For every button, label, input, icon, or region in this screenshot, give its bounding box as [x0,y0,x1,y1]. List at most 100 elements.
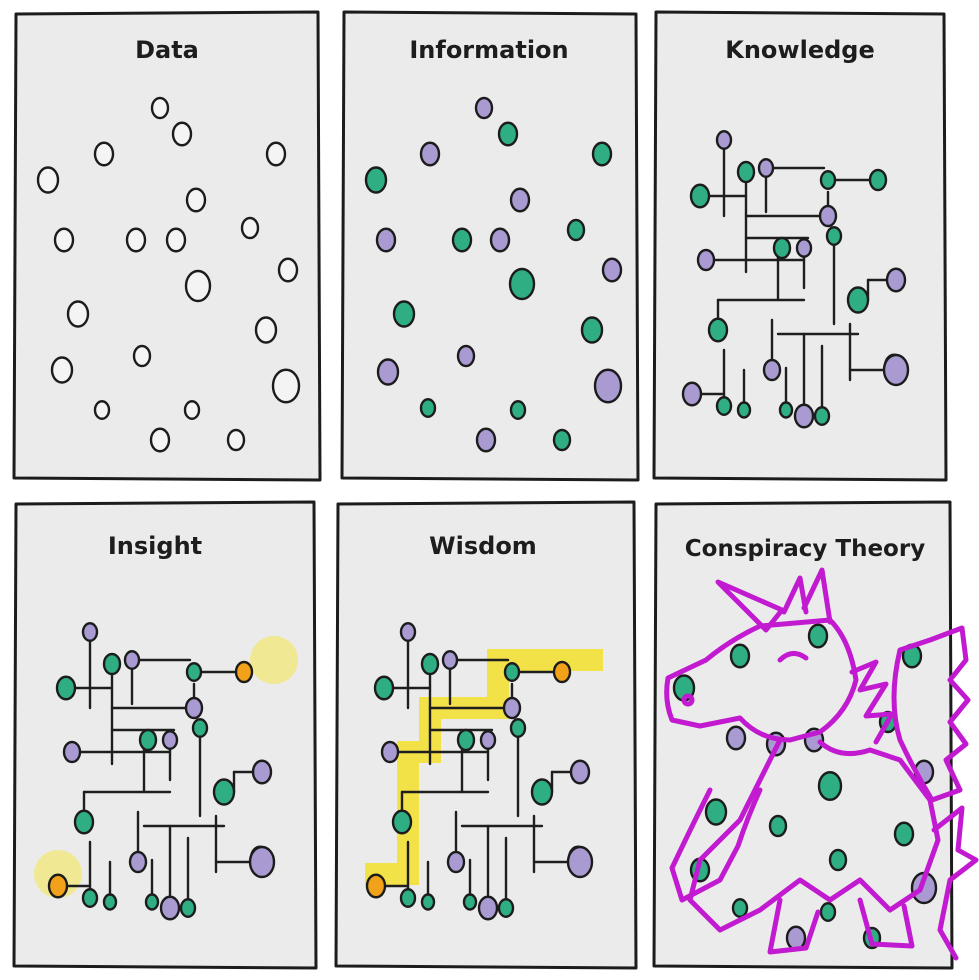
dot [446,850,466,874]
dot [183,400,201,420]
dot [828,848,848,872]
dot [502,696,522,720]
dot [807,623,829,649]
dot [793,403,815,429]
panel-insight: Insight [12,500,318,970]
dot [184,696,204,720]
dot [846,286,870,314]
dot [882,353,910,387]
dot [375,227,397,253]
dot [234,660,254,684]
panel-conspiracy-theory: Conspiracy Theory [652,500,979,970]
insight-glow [250,636,298,684]
dot [757,158,775,178]
dot [125,227,147,253]
dot [81,622,99,642]
panel-frame [12,10,322,482]
information-dots [364,96,623,453]
dot [185,187,207,213]
panel-wisdom: Wisdom [334,500,638,970]
dot [736,401,752,419]
dot [102,893,118,911]
dot [81,888,99,908]
dot [161,730,179,750]
dot [376,358,400,386]
dot [271,368,301,404]
dot [392,300,416,328]
dot [212,778,236,806]
dot [509,400,527,420]
dot [277,257,299,283]
dot [420,652,440,676]
dot [566,845,594,879]
dot [725,725,747,751]
dot [254,316,278,344]
dot [825,226,843,246]
panel-data: Data [12,10,322,482]
panel-title: Conspiracy Theory [685,536,925,562]
dot [503,662,521,682]
dot [479,730,497,750]
dot [868,168,888,192]
dot [456,344,476,368]
dot [591,141,613,167]
unicorn-horn [715,579,785,633]
dot [185,662,203,682]
dot [419,141,441,167]
dot [795,238,813,258]
dot [893,821,915,847]
dot [818,204,838,228]
dot [47,873,69,899]
panel-title: Information [409,36,568,64]
unicorn-doodle [664,567,979,961]
panel-title: Insight [108,532,202,560]
unicorn-hind-legs [767,897,915,955]
dot [785,925,807,951]
dot [373,675,395,701]
unicorn-eye [777,651,809,663]
dot [704,798,728,826]
dot [772,236,792,260]
dot [689,183,711,209]
dot [819,902,837,922]
dot [681,381,703,407]
dot [265,141,287,167]
dot [191,718,209,738]
dot [138,728,158,752]
unicorn-ears [781,567,833,625]
panel-frame [340,10,640,482]
dot [569,759,591,785]
dot [762,358,782,382]
dot [50,356,74,384]
data-dots [36,96,301,453]
dot [451,227,473,253]
dot [419,398,437,418]
dot [184,269,212,303]
dot [593,368,623,404]
dot [729,643,751,669]
unicorn-mane [849,659,895,745]
dot [420,893,436,911]
wisdom-network [365,622,603,921]
dot [580,316,604,344]
unicorn-body [687,737,941,933]
dot [477,895,499,921]
dot [497,898,515,918]
dot [123,650,141,670]
dot [462,893,478,911]
dot [144,893,160,911]
dot [817,771,843,801]
dot [150,96,170,120]
dot [62,740,82,764]
dot [552,660,572,684]
dot [475,427,497,453]
dot [248,845,276,879]
dot [159,895,181,921]
panel-title: Wisdom [429,532,537,560]
dot [93,141,115,167]
insight-network [34,622,298,921]
panel-information: Information [340,10,640,482]
dot [736,160,756,184]
dot [365,873,387,899]
dot [707,317,729,343]
